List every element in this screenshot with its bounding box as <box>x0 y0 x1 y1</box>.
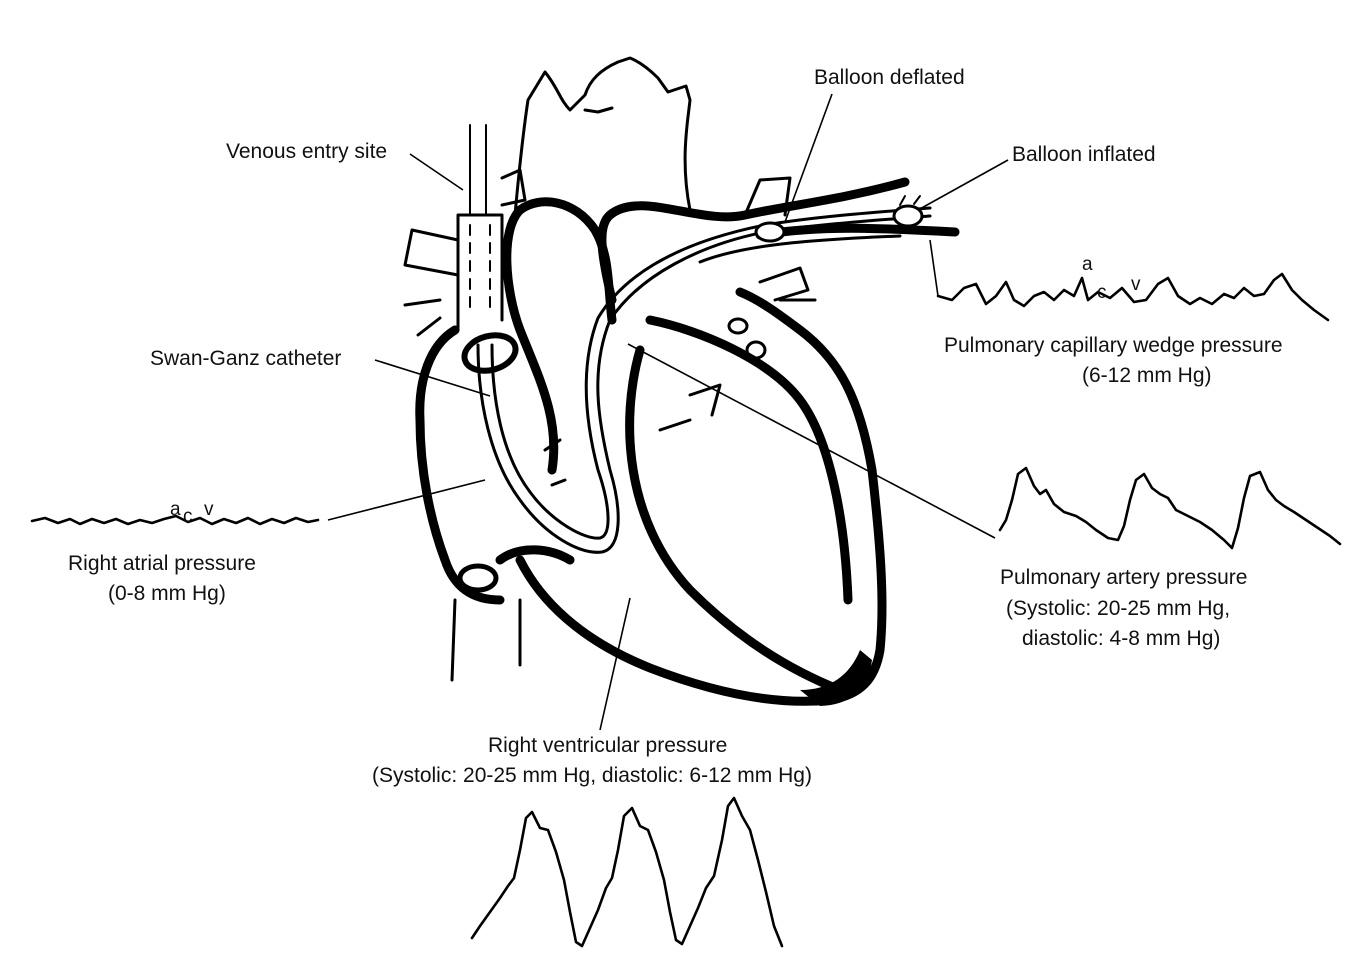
pa-pressure-line2: (Systolic: 20-25 mm Hg, <box>1006 597 1230 620</box>
pa-pressure-title: Pulmonary artery pressure <box>1000 566 1247 589</box>
heart-outer-wall <box>515 287 887 706</box>
pcwp-waveform <box>936 272 1330 322</box>
svg-text:Balloon deflated: Balloon deflated <box>814 66 965 89</box>
right-atrial-pressure-range: (0-8 mm Hg) <box>108 582 226 605</box>
right-atrial-pressure-title: Right atrial pressure <box>68 552 256 575</box>
rv-pressure-title: Right ventricular pressure <box>488 734 727 757</box>
right-atrium-wall <box>415 325 505 605</box>
svg-text:Venous entry site: Venous entry site <box>226 140 387 163</box>
svg-text:Balloon inflated: Balloon inflated <box>1012 143 1156 166</box>
rv-pressure-line2: (Systolic: 20-25 mm Hg, diastolic: 6-12 … <box>372 764 812 787</box>
svg-text:Swan-Ganz catheter: Swan-Ganz catheter <box>150 347 341 370</box>
svc-opening <box>461 332 519 374</box>
balloon-deflated-tip <box>754 221 786 243</box>
venous-entry-site-label: Venous entry site <box>226 140 464 191</box>
right-atrial-pressure-group: a c v Right atrial pressure (0-8 mm Hg) <box>30 479 486 605</box>
catheter-entry-lines <box>469 124 487 216</box>
pcwp-wave-letter-c: c <box>1097 282 1107 303</box>
superior-vena-cava <box>456 213 504 332</box>
rv-pressure-waveform <box>470 796 784 948</box>
aortic-arch <box>513 56 692 217</box>
balloon-inflated-tip <box>892 204 924 228</box>
right-atrial-pressure-waveform <box>30 514 320 526</box>
pcwp-range: (6-12 mm Hg) <box>1082 364 1212 387</box>
pcwp-title: Pulmonary capillary wedge pressure <box>944 334 1283 357</box>
pcwp-wave-letter-v: v <box>1131 274 1141 295</box>
ra-wave-letter-v: v <box>204 499 214 520</box>
pa-pressure-line3: diastolic: 4-8 mm Hg) <box>1022 627 1220 650</box>
heart-illustration <box>403 56 960 706</box>
pcwp-group: a c v Pulmonary capillary wedge pressure… <box>929 239 1330 387</box>
ra-wave-letter-c: c <box>183 506 193 527</box>
pulmonary-artery-pressure-waveform <box>998 466 1342 550</box>
pulmonary-artery-pressure-group: Pulmonary artery pressure (Systolic: 20-… <box>627 343 1342 650</box>
swan-ganz-catheter-label: Swan-Ganz catheter <box>150 347 491 397</box>
ivc-opening <box>457 563 499 593</box>
balloon-inflated-label: Balloon inflated <box>917 143 1156 211</box>
right-ventricular-pressure-group: Right ventricular pressure (Systolic: 20… <box>372 597 812 948</box>
ra-wave-letter-a: a <box>170 499 181 520</box>
interventricular-septum <box>625 345 845 695</box>
pcwp-wave-letter-a: a <box>1082 254 1093 275</box>
balloon-deflated-label: Balloon deflated <box>784 66 965 223</box>
